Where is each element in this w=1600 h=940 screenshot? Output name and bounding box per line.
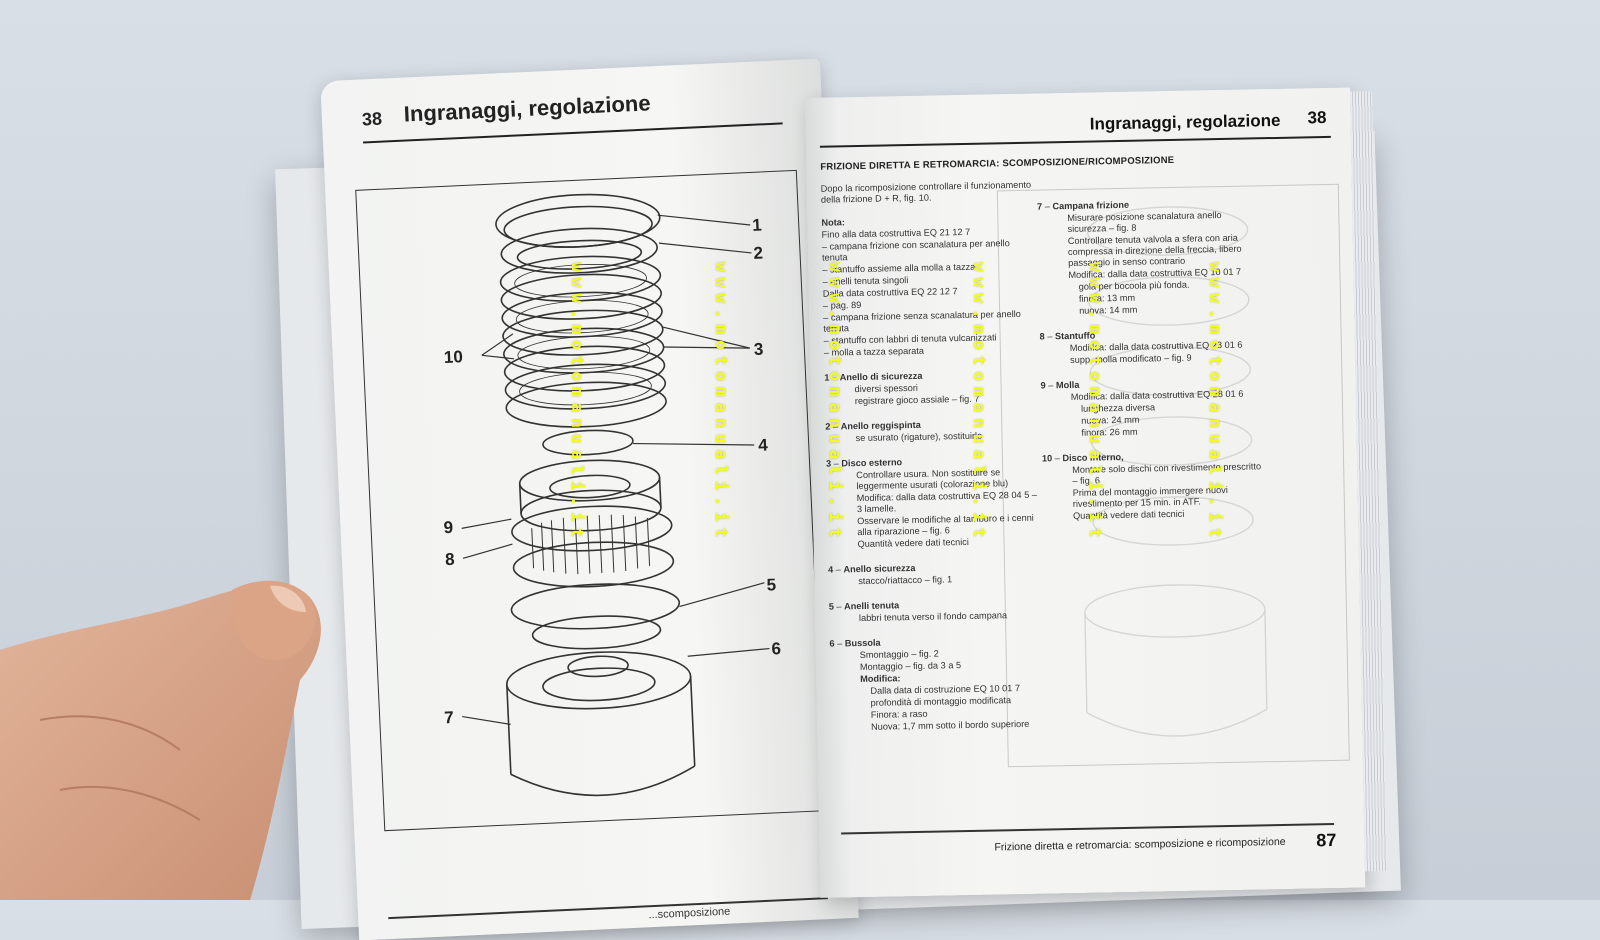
hand (0, 580, 321, 900)
watermark: www.motomanuali.it (712, 262, 731, 544)
watermark: www.motomanuali.it (826, 262, 845, 544)
item-4: 4 – Anello sicurezza stacco/riattacco – … (828, 561, 1043, 588)
callout-1: 1 (752, 215, 762, 234)
left-page-header: Ingranaggi, regolazione (403, 90, 652, 127)
nota-line: – campana frizione senza scanalatura per… (823, 308, 1021, 334)
item-2: 2 – Anello reggispinta se usurato (rigat… (825, 418, 1040, 445)
text-column-right: 7 – Campana frizione Misurare posizione … (1037, 197, 1268, 523)
item-3: 3 – Disco esterno Controllare usura. Non… (826, 455, 1043, 551)
item-line: Montare solo dischi con rivestimento pre… (1072, 461, 1262, 486)
right-header-rule (819, 135, 1331, 148)
left-footer-rule (388, 897, 828, 919)
item-line: Controllare tenuta valvola a sfera con a… (1067, 232, 1242, 268)
ghost-show-through-diagram (1084, 206, 1268, 737)
item-line: Prima del montaggio immergere nuovi rive… (1072, 484, 1228, 509)
callout-9: 9 (443, 518, 453, 537)
left-footer-text: ...scomposizione (648, 905, 731, 922)
callout-6: 6 (771, 639, 781, 658)
callout-10: 10 (443, 347, 463, 367)
item-number: 5 (828, 601, 834, 612)
item-7: 7 – Campana frizione Misurare posizione … (1037, 197, 1264, 317)
left-page-number: 38 (361, 108, 383, 130)
callout-8: 8 (445, 550, 455, 569)
right-footer-page-number: 87 (1316, 829, 1337, 851)
text-column-left: Dopo la ricomposizione controllare il fu… (821, 180, 1047, 735)
right-page-header: Ingranaggi, regolazione (1089, 110, 1281, 134)
item-title: Anello reggispinta (840, 419, 921, 432)
exploded-view-frame: 1 2 3 4 5 6 7 8 9 10 (355, 169, 826, 832)
nota-line: – campana frizione con scanalatura per a… (821, 238, 1010, 263)
item-number: 4 (827, 564, 834, 575)
photo-scene: 38 Ingranaggi, regolazione (0, 58, 1401, 940)
item-number: 6 (829, 638, 835, 649)
item-line: Controllare usura. Non sostituire se leg… (856, 467, 1009, 492)
right-footer-rule (841, 822, 1335, 834)
item-6: 6 – Bussola Smontaggio – fig. 2 Montaggi… (829, 635, 1046, 734)
item-number: 10 (1041, 453, 1053, 464)
watermark: www.motomanuali.it (970, 262, 989, 544)
item-title: Anello sicurezza (843, 562, 916, 575)
right-page: Ingranaggi, regolazione 38 FRIZIONE DIRE… (805, 87, 1387, 898)
callout-7: 7 (444, 708, 454, 727)
watermark: www.motomanuali.it (1206, 262, 1225, 544)
callout-4: 4 (758, 435, 769, 454)
watermark: www.motomanuali.it (1086, 262, 1105, 544)
item-title: Campana frizione (1052, 199, 1130, 212)
item-number: 8 (1039, 331, 1045, 342)
item-title: Molla (1055, 379, 1080, 391)
item-8: 8 – Stantuffo Modifica: dalla data costr… (1040, 327, 1266, 366)
intro-text: Dopo la ricomposizione controllare il fu… (820, 179, 1032, 205)
item-line: Modifica: dalla data costruttiva EQ 28 0… (856, 489, 1038, 515)
item-5: 5 – Anelli tenuta labbri tenuta verso il… (829, 598, 1044, 625)
item-title: Disco esterno (841, 457, 903, 469)
callout-2: 2 (753, 243, 763, 262)
item-title: Bussola (844, 637, 881, 649)
item-line: Osservare le modifiche al tamburo e i ce… (857, 512, 1034, 538)
watermark: www.motomanuali.it (568, 262, 587, 544)
item-9: 9 – Molla Modifica: dalla data costrutti… (1040, 376, 1266, 439)
right-page-number: 38 (1307, 107, 1327, 128)
callout-5: 5 (766, 575, 776, 594)
item-number: 7 (1037, 201, 1043, 212)
item-number: 9 (1040, 380, 1046, 391)
left-page: 38 Ingranaggi, regolazione (320, 58, 859, 940)
item-title: Anello di sicurezza (839, 370, 923, 383)
right-footer-text: Frizione diretta e retromarcia: scomposi… (994, 835, 1286, 854)
item-10: 10 – Disco interno, Montare solo dischi … (1042, 449, 1268, 522)
item-1: 1 – Anello di sicurezza diversi spessori… (824, 369, 1040, 408)
callout-3: 3 (753, 340, 763, 359)
clutch-exploded-diagram: 1 2 3 4 5 6 7 8 9 10 (443, 193, 781, 797)
section-title: FRIZIONE DIRETTA E RETROMARCIA: SCOMPOSI… (820, 154, 1175, 173)
item-line: Misurare posizione scanalatura anello si… (1067, 210, 1222, 234)
item-title: Anelli tenuta (844, 600, 900, 612)
